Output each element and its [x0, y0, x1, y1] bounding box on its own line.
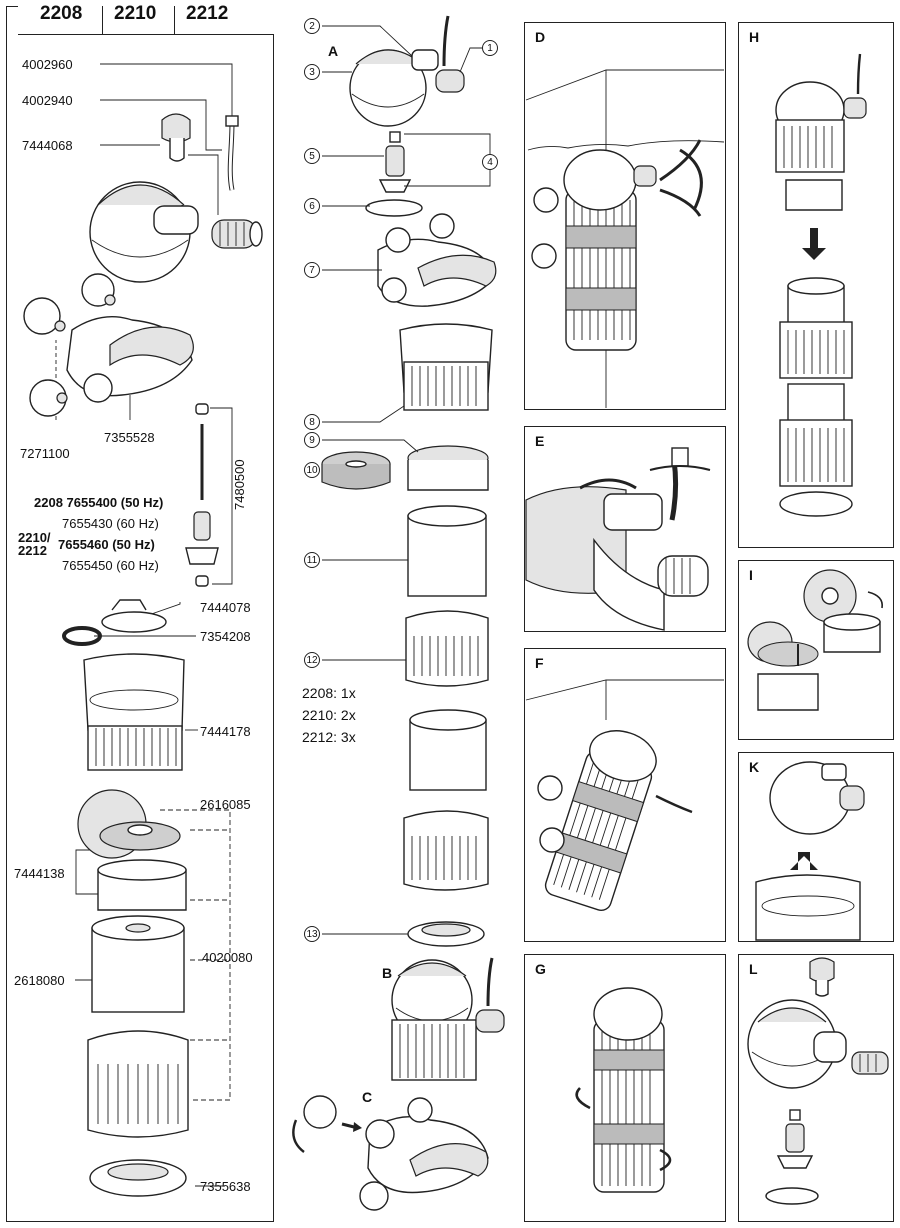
panel-l-title: L [749, 961, 758, 977]
motor-2208-60hz-label: 7655430 (60 Hz) [62, 516, 159, 531]
panel-i-title: I [749, 567, 753, 583]
panel-k-title: K [749, 759, 760, 775]
model-2210: 2210 [114, 3, 157, 24]
part-7444178-label: 7444178 [200, 724, 251, 739]
step-b-label: B [382, 965, 393, 981]
motor-2212-prefix: 2212 [18, 543, 47, 558]
step-c-label: C [362, 1089, 373, 1105]
module-count-2212: 2212: 3x [302, 729, 356, 745]
callout-10: 10 [304, 462, 320, 478]
header-divider [102, 6, 104, 34]
callout-9: 9 [304, 432, 320, 448]
callout-3: 3 [304, 64, 320, 80]
motor-2210-60hz-label: 7655450 (60 Hz) [62, 558, 159, 573]
motor-2210-50hz-label: 7655460 (50 Hz) [58, 537, 155, 552]
model-header-bar [18, 6, 274, 35]
part-7444068-label: 7444068 [22, 138, 73, 153]
part-7444078-label: 7444078 [200, 600, 251, 615]
part-7355528-label: 7355528 [104, 430, 155, 445]
part-4002940-label: 4002940 [22, 93, 73, 108]
callout-1: 1 [482, 40, 498, 56]
callout-2: 2 [304, 18, 320, 34]
part-2616085-label: 2616085 [200, 797, 251, 812]
step-a-label: A [328, 43, 339, 59]
motor-2208-50hz-label: 2208 7655400 (50 Hz) [34, 495, 164, 510]
panel-e-title: E [535, 433, 545, 449]
callout-5: 5 [304, 148, 320, 164]
part-7271100-label: 7271100 [20, 446, 70, 461]
panel-g-title: G [535, 961, 546, 977]
callout-6: 6 [304, 198, 320, 214]
callout-11: 11 [304, 552, 320, 568]
header-divider [174, 6, 176, 34]
callout-12: 12 [304, 652, 320, 668]
part-4020080-label: 4020080 [202, 950, 253, 965]
callout-7: 7 [304, 262, 320, 278]
part-4002960-label: 4002960 [22, 57, 73, 72]
part-7354208-label: 7354208 [200, 629, 251, 644]
module-count-2208: 2208: 1x [302, 685, 356, 701]
model-2212: 2212 [186, 3, 229, 24]
callout-8: 8 [304, 414, 320, 430]
part-2618080-label: 2618080 [14, 973, 65, 988]
callout-4: 4 [482, 154, 498, 170]
model-2208: 2208 [40, 3, 83, 24]
module-count-2210: 2210: 2x [302, 707, 356, 723]
callout-13: 13 [304, 926, 320, 942]
panel-l: L [738, 954, 894, 1222]
part-7444138-label: 7444138 [14, 866, 65, 881]
panel-h-title: H [749, 29, 760, 45]
motor-2210-prefix: 2210/ [18, 530, 51, 545]
panel-d-title: D [535, 29, 546, 45]
panel-f-title: F [535, 655, 544, 671]
part-7355638-label: 7355638 [200, 1179, 251, 1194]
